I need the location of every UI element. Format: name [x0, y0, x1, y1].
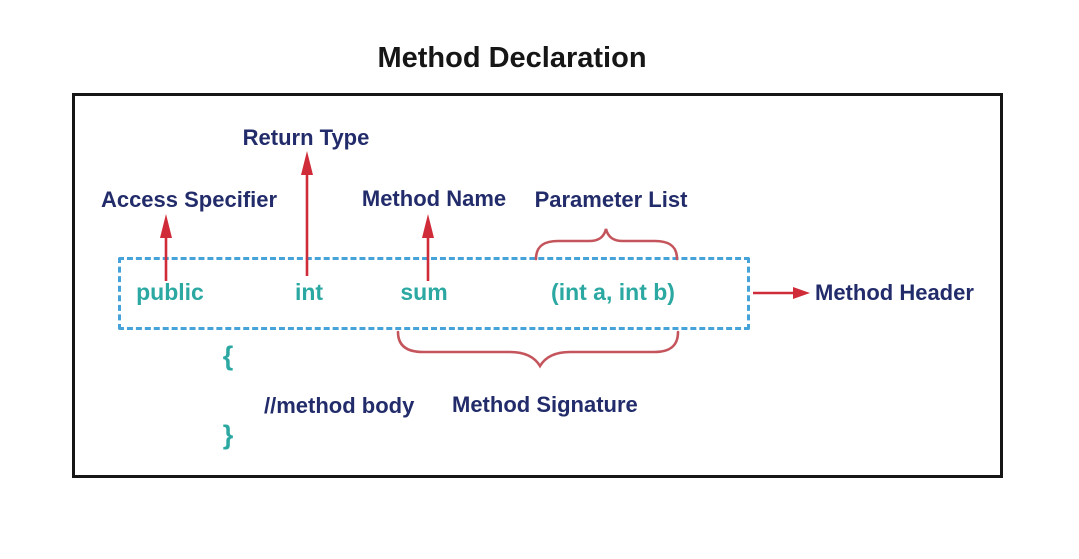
access-specifier-label: Access Specifier	[100, 187, 278, 212]
method-name-label: Method Name	[361, 186, 507, 211]
code-access-specifier: public	[136, 279, 204, 305]
parameter-list-label: Parameter List	[534, 187, 688, 212]
diagram-frame	[72, 93, 1003, 478]
code-return-type: int	[294, 279, 324, 305]
code-close-brace: }	[222, 420, 234, 450]
method-header-label: Method Header	[815, 280, 974, 305]
method-body-comment: //method body	[264, 393, 415, 418]
code-parameter-list: (int a, int b)	[551, 279, 675, 305]
return-type-label: Return Type	[242, 125, 370, 150]
method-header-box	[118, 257, 750, 330]
code-open-brace: {	[222, 341, 234, 371]
code-method-name: sum	[400, 279, 448, 305]
diagram-title: Method Declaration	[377, 42, 647, 74]
method-signature-label: Method Signature	[452, 392, 638, 417]
